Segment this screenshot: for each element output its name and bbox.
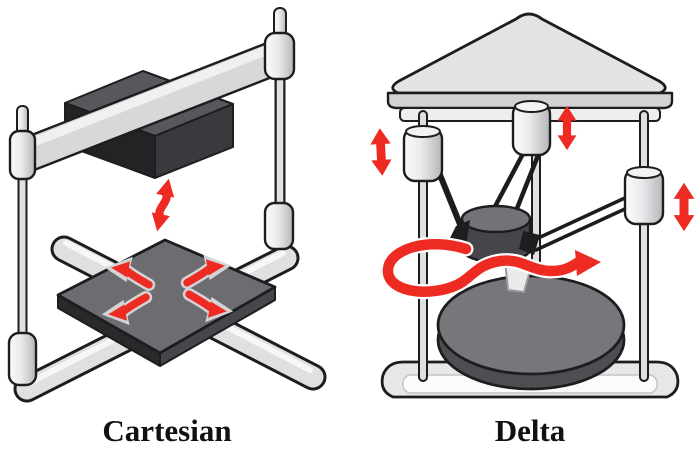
delta-label: Delta (495, 413, 566, 448)
left-carriage (402, 125, 444, 183)
left-post-foot (7, 331, 38, 387)
back-carriage (511, 100, 552, 157)
cartesian-printer: Cartesian (7, 7, 327, 448)
round-bed (436, 274, 626, 391)
delta-printer: Delta (369, 12, 695, 448)
cartesian-label: Cartesian (102, 413, 231, 448)
right-beam-joint (263, 31, 296, 81)
right-carriage-arrow (673, 182, 695, 232)
left-carriage-arrow (369, 127, 393, 177)
z-motion-arrow (151, 178, 175, 232)
effector-sweep-arrow (380, 236, 606, 300)
right-rail-joint (263, 201, 295, 251)
right-carriage (623, 166, 665, 226)
left-z-carriage (8, 129, 37, 181)
